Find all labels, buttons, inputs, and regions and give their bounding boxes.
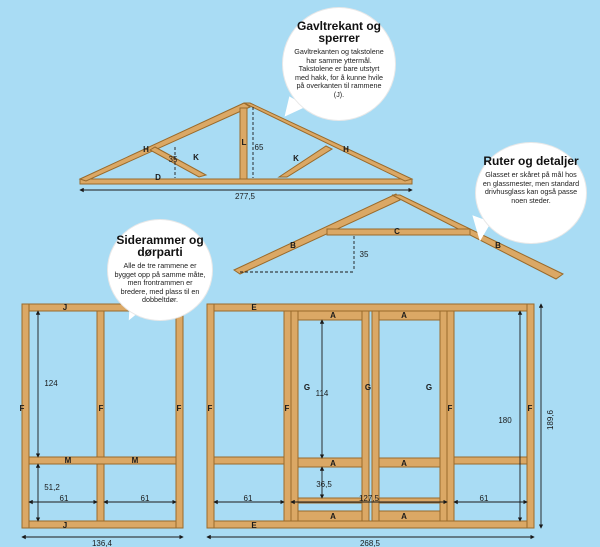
label-a-6: A: [401, 512, 407, 521]
gable-brace-right: [277, 145, 334, 178]
side-bottom-j: [21, 520, 184, 529]
frames-bubble-title: Siderammer og dørparti: [116, 233, 204, 259]
door-left-mid-a: [290, 457, 368, 468]
front-rail-right: [453, 456, 528, 465]
label-f-front-1: F: [208, 404, 213, 413]
label-j-top: J: [63, 303, 67, 312]
front-post-1: [206, 303, 215, 529]
frames-bubble-text: Alle de tre rammene er bygget opp på sam…: [114, 261, 206, 305]
label-a-5: A: [330, 512, 336, 521]
door-left-stile-g1: [290, 310, 299, 522]
dim-front-width: 268,5: [360, 539, 381, 547]
dim-front-1896: 189,6: [546, 409, 555, 430]
dim-side-61a: 61: [60, 494, 69, 503]
door-right-top-a: [371, 310, 448, 321]
door-right-stile-g2: [439, 310, 448, 522]
gable-rafter-left: [78, 102, 252, 182]
dim-side-width: 136,4: [92, 539, 113, 547]
label-g-3: G: [426, 383, 432, 392]
gable-triangle: [78, 102, 414, 193]
label-j-bottom: J: [63, 521, 67, 530]
side-post-left: [21, 303, 30, 529]
dim-side-124: 124: [44, 379, 58, 388]
dim-side-61b: 61: [141, 494, 150, 503]
rafter-beam-c: [326, 228, 471, 236]
label-h-right: H: [343, 145, 349, 154]
front-frame: [206, 303, 544, 540]
door-left-stile-g2: [361, 310, 370, 522]
dim-front-114: 114: [316, 389, 329, 398]
side-rail-m: [28, 456, 177, 465]
label-a-2: A: [401, 311, 407, 320]
dim-front-1275: 127,5: [359, 494, 380, 503]
dim-gable-width: 277,5: [235, 192, 256, 201]
frames-bubble: Siderammer og dørparti Alle de tre ramme…: [108, 220, 212, 320]
dim-rafter-35: 35: [360, 250, 369, 259]
label-a-1: A: [330, 311, 336, 320]
label-b-left: B: [290, 241, 296, 250]
label-m-2: M: [132, 456, 139, 465]
front-post-4: [526, 303, 535, 529]
gable-post-l: [239, 107, 248, 180]
door-right-mid-a: [371, 457, 448, 468]
panes-bubble-title: Ruter og detaljer: [483, 154, 579, 168]
gable-bubble-title: Gavltrekant og sperrer: [296, 19, 382, 45]
label-a-4: A: [401, 459, 407, 468]
label-m-1: M: [65, 456, 72, 465]
rafter-assembly: [232, 193, 564, 280]
dim-front-365: 36,5: [316, 480, 332, 489]
front-post-2: [283, 310, 292, 522]
gable-brace-left: [148, 146, 208, 178]
label-h-left: H: [143, 145, 149, 154]
front-rail-left: [213, 456, 285, 465]
panes-bubble: Ruter og detaljer Glasset er skåret på m…: [476, 143, 586, 243]
label-f-front-2: F: [285, 404, 290, 413]
dim-gable-65: 65: [255, 143, 264, 152]
label-a-3: A: [330, 459, 336, 468]
label-k-left: K: [193, 153, 199, 162]
label-c: C: [394, 227, 400, 236]
label-f-side-1: F: [20, 404, 25, 413]
gable-beam-d: [79, 178, 413, 185]
gable-bubble-text: Gavltrekanten og takstolene har samme yt…: [294, 47, 384, 99]
side-post-mid: [96, 310, 105, 522]
door-left-top-a: [290, 310, 368, 321]
label-f-side-3: F: [177, 404, 182, 413]
front-post-3: [446, 310, 455, 522]
label-g-1: G: [304, 383, 310, 392]
dim-front-61a: 61: [244, 494, 253, 503]
rafter-right: [391, 194, 564, 280]
label-f-front-3: F: [448, 404, 453, 413]
label-l: L: [242, 138, 247, 147]
panes-bubble-text: Glasset er skåret på mål hos en glassmes…: [482, 170, 580, 205]
label-d: D: [155, 173, 161, 182]
dim-front-61b: 61: [480, 494, 489, 503]
side-frame: [21, 303, 184, 540]
rafter-left: [232, 193, 401, 275]
dim-gable-35: 35: [169, 155, 178, 164]
gable-rafter-right: [243, 102, 414, 182]
door-right-bottom-a: [371, 510, 448, 522]
door-left-bottom-a: [290, 510, 368, 522]
label-f-side-2: F: [99, 404, 104, 413]
dim-front-180: 180: [498, 416, 512, 425]
label-b-right: B: [495, 241, 501, 250]
label-f-front-4: F: [528, 404, 533, 413]
dim-side-512: 51,2: [44, 483, 60, 492]
label-k-right: K: [293, 154, 299, 163]
door-right-stile-g1: [371, 310, 380, 522]
label-e-top: E: [251, 303, 257, 312]
side-post-right: [175, 303, 184, 529]
gable-bubble: Gavltrekant og sperrer Gavltrekanten og …: [283, 8, 395, 120]
label-g-2: G: [365, 383, 371, 392]
label-e-bottom: E: [251, 521, 257, 530]
